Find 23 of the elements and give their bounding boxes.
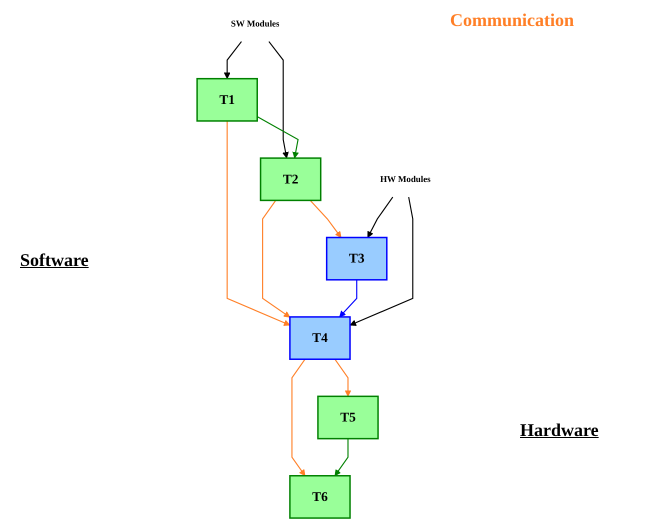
node-box: T2 xyxy=(260,157,322,202)
arrow xyxy=(291,358,306,476)
region-label: Hardware xyxy=(520,420,599,441)
node-text: SW Modules xyxy=(230,18,280,29)
node-text: HW Modules xyxy=(380,174,431,184)
arrow xyxy=(334,358,352,397)
arrow xyxy=(256,116,299,158)
arrow xyxy=(367,196,394,238)
region-label: Software xyxy=(20,250,89,271)
arrow xyxy=(226,120,290,326)
arrow xyxy=(350,196,414,326)
node-box: T4 xyxy=(289,316,351,360)
node-box: T1 xyxy=(196,78,258,122)
arrow xyxy=(339,280,358,318)
node-box: T6 xyxy=(289,475,351,519)
annotation-text: Communication xyxy=(450,10,574,31)
arrow xyxy=(334,438,349,476)
node-box: T5 xyxy=(317,396,379,440)
node-box: T3 xyxy=(326,236,388,281)
arrow xyxy=(224,41,242,79)
arrow xyxy=(262,200,290,318)
arrow xyxy=(310,200,342,238)
arrow xyxy=(268,41,289,158)
